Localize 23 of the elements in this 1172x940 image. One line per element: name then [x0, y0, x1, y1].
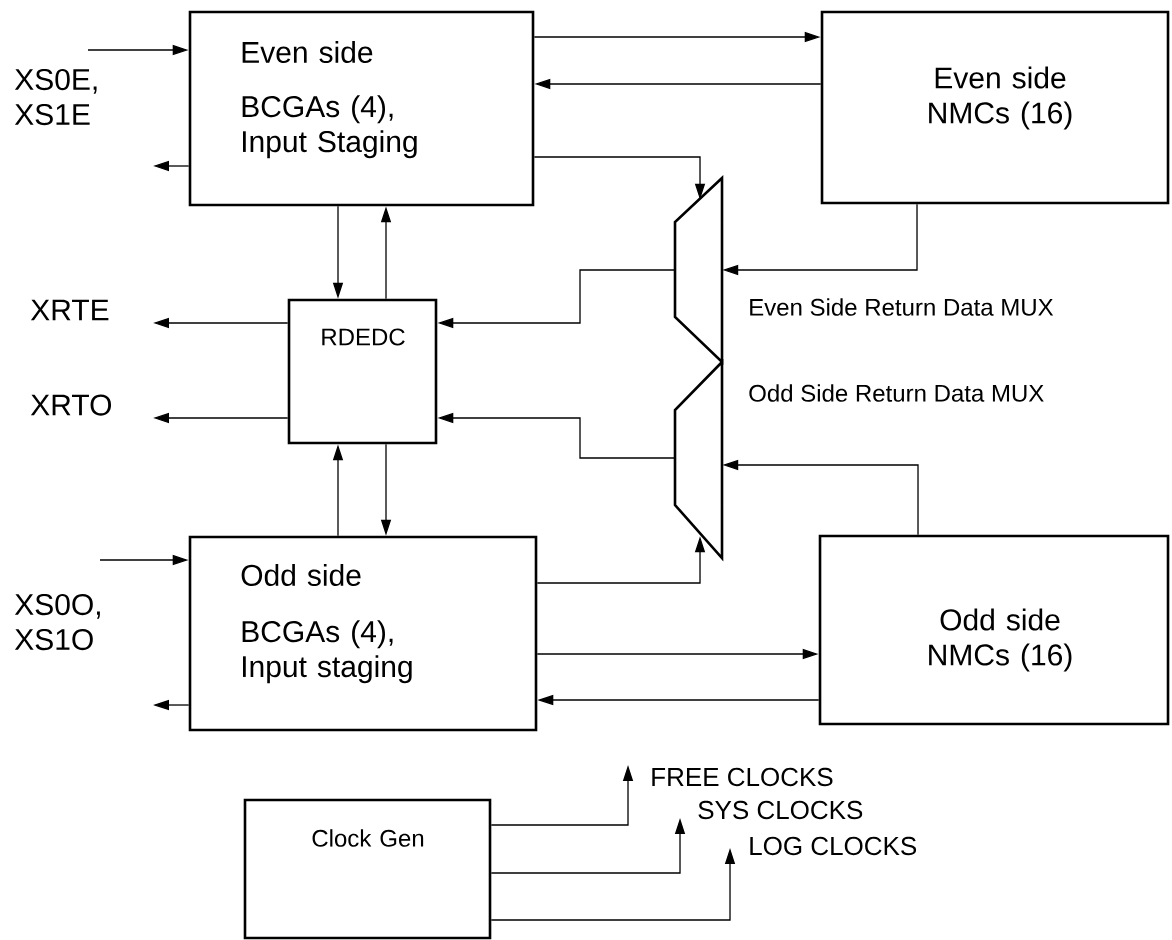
signal-label: XS0O, XS1O	[14, 593, 100, 651]
box-text: BCGAs (4), Input Staging	[242, 95, 417, 159]
box-title: Odd side	[241, 564, 361, 587]
box-text: Odd side NMCs (16)	[929, 608, 1072, 672]
signal-label: XS0E, XS1E	[14, 68, 97, 126]
signal-label: FREE CLOCKS	[652, 767, 833, 787]
signal-label: XRTE	[30, 299, 109, 321]
signal-label: LOG CLOCKS	[750, 836, 917, 856]
box-title: Even side	[242, 41, 373, 63]
signal-label: SYS CLOCKS	[698, 800, 863, 820]
box-text: Even side NMCs (16)	[929, 66, 1072, 130]
block-box	[818, 534, 1170, 726]
box-text: RDEDC	[322, 328, 405, 346]
box-text: BCGAs (4), Input staging	[242, 620, 412, 684]
multiplexer-label: Even Side Return Data MUX	[750, 298, 1054, 316]
box-text: Clock Gen	[312, 829, 424, 847]
block-box	[287, 298, 438, 445]
multiplexer-label: Odd Side Return Data MUX	[749, 384, 1044, 402]
block-box	[820, 10, 1170, 205]
signal-label: XRTO	[30, 394, 111, 416]
block-box	[243, 798, 492, 940]
block-box	[188, 535, 538, 732]
block-box	[188, 10, 535, 207]
